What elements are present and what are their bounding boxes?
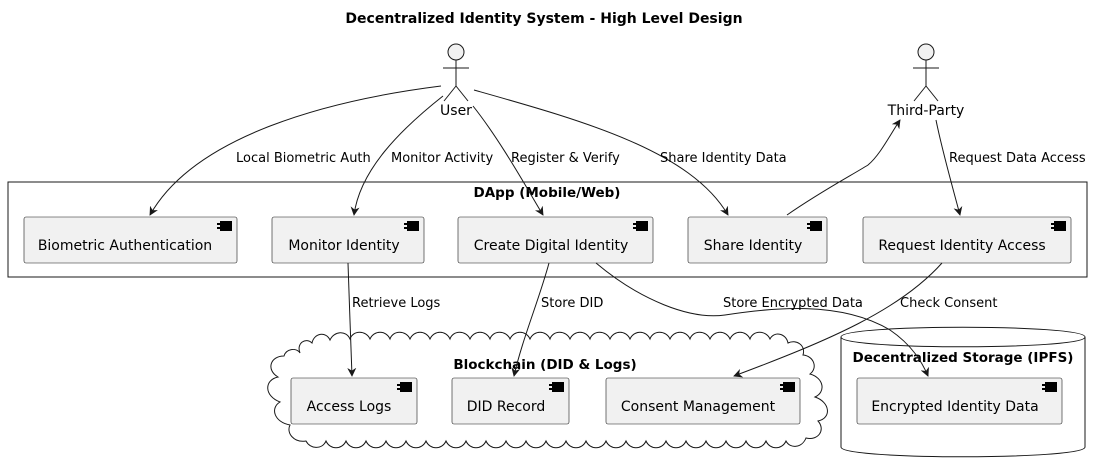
user-actor-icon: [443, 43, 469, 102]
encrypted-identity-data-component: Encrypted Identity Data: [856, 377, 1063, 425]
monitor-identity-label: Monitor Identity: [288, 238, 399, 254]
edge-label-store-did: Store DID: [541, 296, 603, 311]
third-party-actor-label: Third-Party: [887, 103, 965, 119]
did-record-label: DID Record: [467, 399, 546, 415]
edge-label-local-biometric-auth: Local Biometric Auth: [236, 151, 371, 166]
edge-label-retrieve-logs: Retrieve Logs: [352, 296, 441, 311]
diagram-title: Decentralized Identity System - High Lev…: [345, 11, 742, 27]
edge-label-request-data-access: Request Data Access: [949, 151, 1086, 166]
edge-label-check-consent: Check Consent: [900, 296, 998, 311]
dapp-container: [7, 181, 1088, 278]
blockchain-cloud-container: [267, 331, 828, 449]
edge-third-party-to-request: [935, 119, 963, 216]
monitor-identity-component: Monitor Identity: [271, 216, 425, 264]
storage-database-title: Decentralized Storage (IPFS): [853, 350, 1074, 366]
share-identity-component: Share Identity: [687, 216, 828, 264]
edge-create-to-encrypted: [595, 262, 929, 377]
edge-user-to-biometric: [149, 85, 442, 216]
did-record-component: DID Record: [451, 377, 570, 425]
edge-create-to-did: [511, 262, 550, 377]
request-identity-access-label: Request Identity Access: [878, 238, 1045, 254]
create-digital-identity-label: Create Digital Identity: [474, 238, 628, 254]
consent-management-component: Consent Management: [605, 377, 801, 425]
dapp-container-title: DApp (Mobile/Web): [474, 185, 621, 201]
edge-label-store-encrypted-data: Store Encrypted Data: [723, 296, 863, 311]
encrypted-identity-data-label: Encrypted Identity Data: [871, 399, 1038, 415]
edge-label-register-verify: Register & Verify: [511, 151, 620, 166]
edge-share-to-third-party: [786, 119, 901, 216]
create-digital-identity-component: Create Digital Identity: [457, 216, 654, 264]
storage-database-container: [840, 326, 1086, 458]
edge-user-to-create: [472, 105, 544, 216]
edge-user-to-monitor: [350, 95, 444, 216]
access-logs-component: Access Logs: [290, 377, 418, 425]
request-identity-access-component: Request Identity Access: [862, 216, 1072, 264]
edge-label-share-identity-data: Share Identity Data: [660, 151, 787, 166]
edge-request-to-consent: [733, 262, 943, 378]
edge-label-monitor-activity: Monitor Activity: [391, 151, 493, 166]
consent-management-label: Consent Management: [621, 399, 776, 415]
share-identity-label: Share Identity: [704, 238, 803, 254]
biometric-authentication-label: Biometric Authentication: [38, 238, 212, 254]
edge-monitor-to-logs: [347, 262, 357, 377]
access-logs-label: Access Logs: [307, 399, 392, 415]
third-party-actor-icon: [913, 43, 939, 102]
edge-user-to-share: [473, 89, 729, 216]
blockchain-cloud-title: Blockchain (DID & Logs): [453, 357, 636, 373]
user-actor-label: User: [440, 103, 472, 119]
storage-database-rim: [840, 336, 1086, 348]
biometric-authentication-component: Biometric Authentication: [23, 216, 238, 264]
